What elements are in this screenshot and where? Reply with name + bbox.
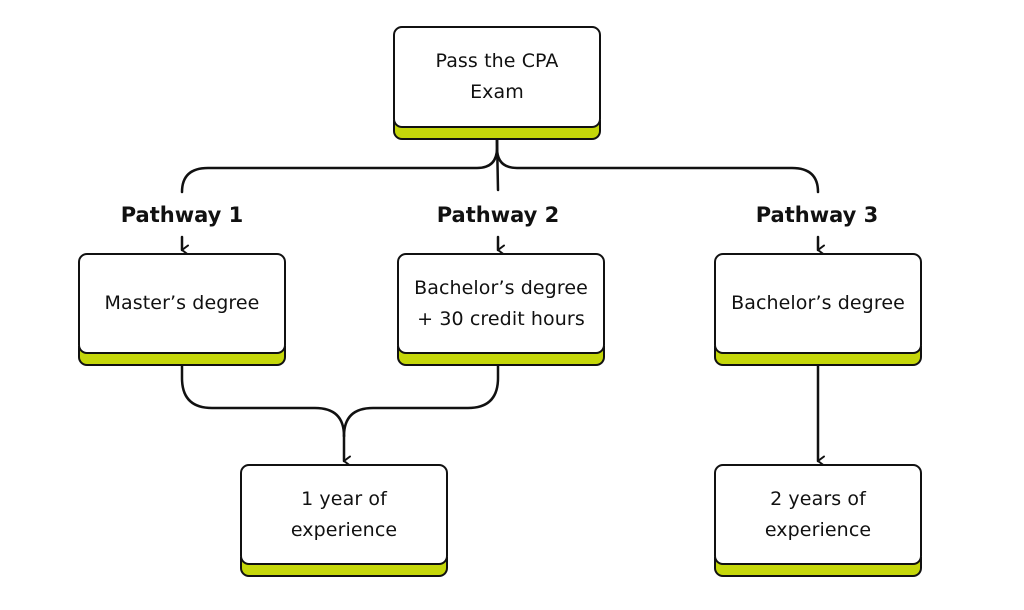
requirement-node-1-line-1: Master’s degree bbox=[104, 292, 260, 314]
root-node-line-1: Pass the CPA bbox=[435, 50, 559, 72]
root-node-face: Pass the CPA Exam bbox=[393, 26, 601, 128]
root-node-line-2: Exam bbox=[470, 81, 524, 103]
connector-pathway-2-to-outcome-1 bbox=[342, 350, 500, 438]
root-node-text: Pass the CPA Exam bbox=[435, 46, 558, 108]
requirement-node-2-face: Bachelor’s degree + 30 credit hours bbox=[397, 253, 605, 354]
root-node: Pass the CPA Exam bbox=[393, 26, 601, 140]
pathway-1-label: Pathway 1 bbox=[120, 203, 244, 227]
pathway-2-label: Pathway 2 bbox=[436, 203, 560, 227]
connector-root-to-pathway-2 bbox=[495, 136, 500, 192]
requirement-node-2-line-2: + 30 credit hours bbox=[417, 307, 585, 330]
outcome-node-2-text: 2 years of experience bbox=[765, 484, 871, 546]
connector-root-to-pathway-3 bbox=[495, 136, 820, 194]
outcome-node-1-text: 1 year of experience bbox=[291, 484, 397, 546]
outcome-node-1-face: 1 year of experience bbox=[240, 464, 448, 565]
requirement-node-2: Bachelor’s degree + 30 credit hours bbox=[397, 253, 605, 366]
requirement-node-3-face: Bachelor’s degree bbox=[714, 253, 922, 354]
outcome-node-2-line-2: experience bbox=[764, 518, 872, 541]
pathway-3-label: Pathway 3 bbox=[755, 203, 879, 227]
requirement-node-1-text: Master’s degree bbox=[105, 288, 260, 319]
requirement-node-3-line-1: Bachelor’s degree bbox=[731, 292, 905, 314]
outcome-node-1: 1 year of experience bbox=[240, 464, 448, 577]
requirement-node-2-text: Bachelor’s degree + 30 credit hours bbox=[414, 273, 588, 335]
requirement-node-3-text: Bachelor’s degree bbox=[731, 288, 905, 319]
requirement-node-3: Bachelor’s degree bbox=[714, 253, 922, 366]
connector-pathway-1-to-outcome-1 bbox=[180, 350, 346, 438]
requirement-node-1: Master’s degree bbox=[78, 253, 286, 366]
outcome-node-2: 2 years of experience bbox=[714, 464, 922, 577]
outcome-node-2-face: 2 years of experience bbox=[714, 464, 922, 565]
outcome-node-2-line-1: 2 years of bbox=[770, 487, 866, 510]
outcome-node-1-line-2: experience bbox=[290, 518, 398, 541]
requirement-node-1-face: Master’s degree bbox=[78, 253, 286, 354]
connector-root-to-pathway-1 bbox=[180, 136, 499, 194]
outcome-node-1-line-1: 1 year of bbox=[301, 487, 387, 510]
requirement-node-2-line-1: Bachelor’s degree bbox=[414, 276, 588, 299]
